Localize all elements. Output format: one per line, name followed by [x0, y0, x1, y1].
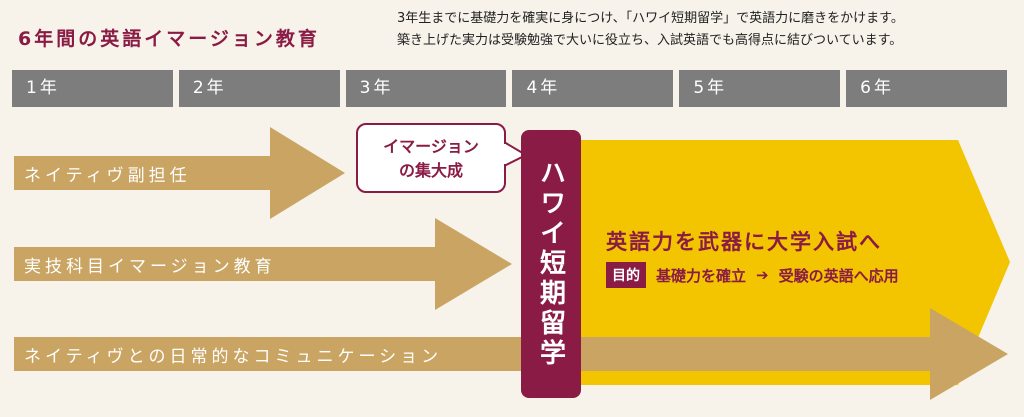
hawaii-study-abroad-label: ハワイ短期留学	[535, 159, 566, 369]
description-line-2: 築き上げた実力は受験勉強で大いに役立ち、入試英語でも高得点に結びついています。	[397, 33, 903, 48]
goal-step-2: 受験の英語へ応用	[778, 266, 899, 285]
native-teacher-label: ネイティヴ副担任	[24, 166, 191, 186]
year-1: 1年	[12, 70, 173, 107]
year-3: 3年	[345, 70, 507, 107]
arrow-right-icon: ➔	[756, 266, 769, 284]
immersion-callout: イマージョン の集大成	[356, 123, 506, 193]
goal-step-1: 基礎力を確立	[656, 266, 747, 285]
native-teacher-arrow-shape	[14, 127, 345, 219]
year-2: 2年	[178, 70, 340, 107]
goal-detail: 目的 基礎力を確立 ➔ 受験の英語へ応用	[606, 262, 899, 288]
practical-subjects-arrow-shape	[14, 218, 512, 310]
practical-subjects-label: 実技科目イマージョン教育	[24, 257, 276, 277]
year-5: 5年	[679, 70, 841, 107]
goal-heading: 英語力を武器に大学入試へ	[606, 230, 882, 254]
description: 3年生までに基礎力を確実に身につけ、「ハワイ短期留学」で英語力に磨きをかけます。…	[397, 8, 904, 52]
hawaii-study-abroad-bar: ハワイ短期留学	[521, 130, 581, 398]
callout-line-2: の集大成	[398, 161, 463, 180]
year-bar: 1年 2年 3年 4年 5年 6年	[12, 70, 1007, 107]
daily-communication-arrow-shape	[14, 308, 1008, 400]
callout-line-1: イマージョン	[383, 137, 479, 156]
year-6: 6年	[846, 70, 1007, 107]
purpose-badge: 目的	[606, 262, 646, 288]
year-4: 4年	[512, 70, 674, 107]
goal-arrow-shape	[570, 140, 1010, 385]
page-title: 6年間の英語イマージョン教育	[18, 28, 320, 50]
description-line-1: 3年生までに基礎力を確実に身につけ、「ハワイ短期留学」で英語力に磨きをかけます。	[397, 11, 904, 26]
daily-communication-label: ネイティヴとの日常的なコミュニケーション	[24, 347, 443, 367]
